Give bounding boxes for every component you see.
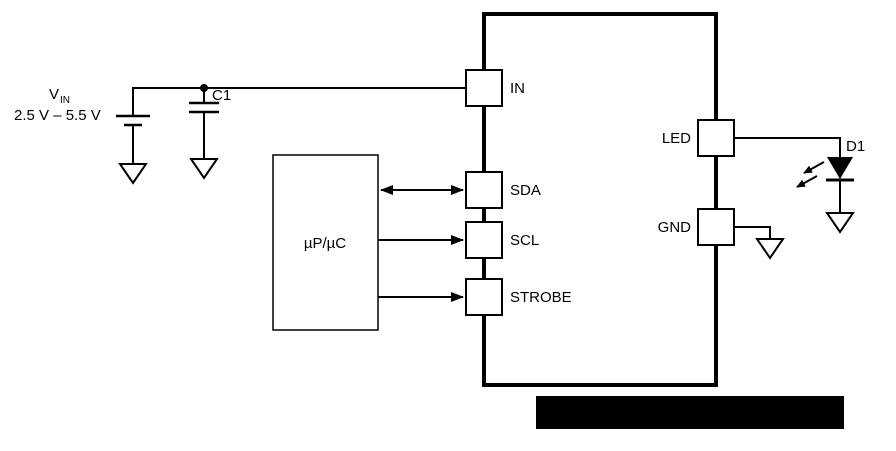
pin-strobe-label: STROBE [510,289,572,306]
pin-gnd-label: GND [658,219,692,236]
vin-range-label: 2.5 V – 5.5 V [14,107,101,124]
c1-label: C1 [212,87,231,104]
pin-led-label: LED [662,130,691,147]
pin-in-box [465,69,503,107]
led-emission-arrow-2 [796,175,818,188]
vin-subscript: IN [60,95,70,106]
ground-symbol-d1 [825,212,855,234]
pin-sda-label: SDA [510,182,541,199]
pin-scl-box [465,221,503,259]
ic-body [482,12,718,387]
pin-in-label: IN [510,80,525,97]
d1-label: D1 [846,138,865,155]
led-d1-triangle [827,157,853,179]
pin-strobe-box [465,278,503,316]
wire-gnd-pin-to-ground [734,226,771,239]
vin-label: V [49,86,59,103]
wire-led-pin-to-d1 [734,137,841,157]
pin-led-box [697,119,735,157]
mcu-block [272,154,379,331]
mcu-label: µP/µC [304,235,346,252]
led-emission-arrow-1 [803,161,825,174]
ground-symbol-c1 [189,158,219,180]
redacted-bar [536,396,844,429]
ground-symbol-battery [118,163,148,185]
ground-symbol-gnd [755,238,785,260]
wire-vin-to-in-pin [132,87,466,116]
pin-gnd-box [697,208,735,246]
pin-sda-box [465,171,503,209]
pin-scl-label: SCL [510,232,539,249]
